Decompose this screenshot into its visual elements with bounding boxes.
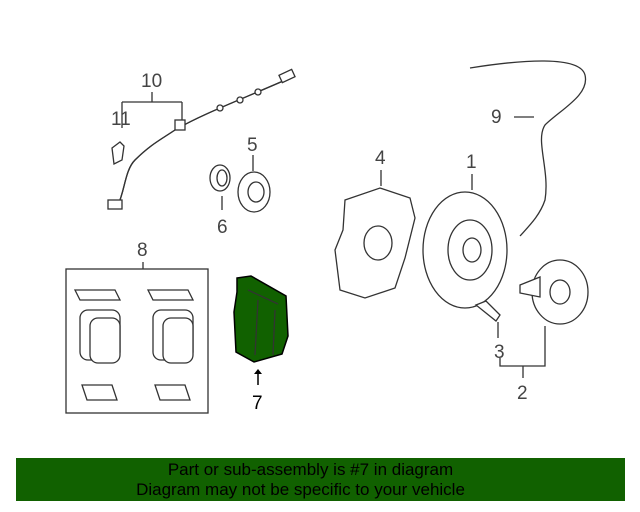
- brake-caliper-highlighted[interactable]: [233, 275, 289, 363]
- abs-sensor-wire[interactable]: [107, 68, 296, 210]
- banner-line-2: Diagram may not be specific to your vehi…: [136, 480, 465, 499]
- callout-6: 6: [217, 217, 228, 238]
- callout-11: 11: [111, 109, 131, 130]
- callout-7: 7: [252, 393, 263, 414]
- brake-rotor[interactable]: [422, 191, 508, 309]
- callout-5: 5: [247, 135, 258, 156]
- snap-ring[interactable]: [209, 164, 231, 192]
- callout-3: 3: [494, 342, 505, 363]
- brake-pads[interactable]: [73, 289, 195, 401]
- wire-bracket[interactable]: [111, 141, 125, 165]
- callout-10: 10: [141, 71, 163, 92]
- info-banner: Part or sub-assembly is #7 in diagram Di…: [16, 458, 625, 501]
- wheel-bearing[interactable]: [237, 171, 271, 213]
- hub-bolt[interactable]: [474, 300, 501, 322]
- callout-2: 2: [517, 383, 528, 404]
- callout-9: 9: [491, 107, 502, 128]
- callout-1: 1: [466, 152, 477, 173]
- callout-8: 8: [137, 240, 148, 261]
- banner-line-1: Part or sub-assembly is #7 in diagram: [167, 460, 454, 479]
- brake-hose[interactable]: [469, 60, 587, 237]
- wheel-hub[interactable]: [519, 259, 589, 325]
- callout-4: 4: [375, 148, 386, 169]
